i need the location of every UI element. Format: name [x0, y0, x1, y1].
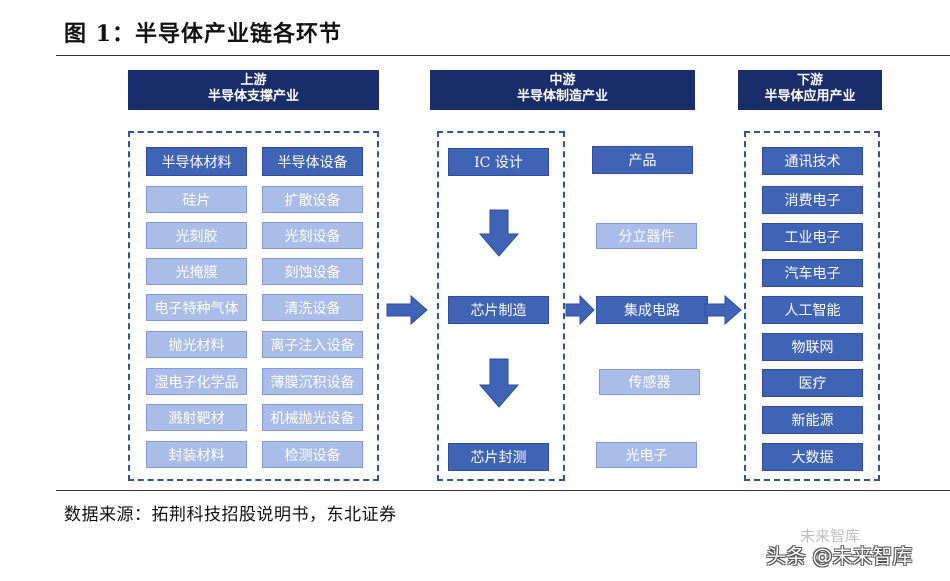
- process-chip-packaging-testing: 芯片封测: [448, 443, 549, 471]
- midstream-header-line2: 半导体制造产业: [516, 89, 608, 104]
- upstream-header-line2: 半导体支撑产业: [207, 89, 299, 104]
- arrow-down-icon: [478, 358, 520, 408]
- material-item: 硅片: [146, 186, 247, 213]
- process-ic-design: IC 设计: [448, 148, 549, 176]
- product-integrated-circuit: 集成电路: [596, 296, 708, 324]
- material-item: 湿电子化学品: [146, 368, 247, 395]
- app-item: 人工智能: [762, 296, 863, 324]
- equipment-category: 半导体设备: [262, 147, 363, 176]
- bottom-rule: [56, 490, 950, 491]
- material-item: 溅射靶材: [146, 404, 247, 431]
- equipment-item: 检测设备: [262, 441, 363, 468]
- material-item: 封装材料: [146, 441, 247, 468]
- source-note: 数据来源：拓荆科技招股说明书，东北证券: [64, 505, 397, 525]
- app-item: 汽车电子: [762, 259, 863, 287]
- downstream-header-line2: 半导体应用产业: [764, 89, 856, 104]
- app-item: 医疗: [762, 369, 863, 397]
- equipment-item: 刻蚀设备: [262, 258, 363, 285]
- midstream-process-group: [437, 131, 565, 481]
- material-item: 抛光材料: [146, 331, 247, 358]
- process-chip-manufacturing: 芯片制造: [448, 296, 549, 324]
- equipment-item: 清洗设备: [262, 294, 363, 321]
- equipment-item: 机械抛光设备: [262, 404, 363, 431]
- upstream-header: 上游 半导体支撑产业: [128, 70, 379, 110]
- app-item: 通讯技术: [762, 147, 863, 175]
- app-item: 大数据: [762, 443, 863, 471]
- app-item: 新能源: [762, 406, 863, 434]
- downstream-header: 下游 半导体应用产业: [738, 70, 882, 110]
- material-item: 光掩膜: [146, 258, 247, 285]
- downstream-group: [744, 131, 880, 481]
- product-item: 光电子: [596, 442, 697, 468]
- upstream-header-line1: 上游: [240, 73, 267, 88]
- equipment-item: 光刻设备: [262, 222, 363, 249]
- material-item: 光刻胶: [146, 222, 247, 249]
- arrow-right-icon: [386, 294, 428, 326]
- equipment-item: 离子注入设备: [262, 331, 363, 358]
- arrow-right-icon: [565, 294, 595, 326]
- app-item: 物联网: [762, 333, 863, 361]
- arrow-down-icon: [478, 209, 520, 257]
- figure-title: 图 1：半导体产业链各环节: [64, 21, 342, 47]
- top-rule: [56, 55, 950, 56]
- products-category: 产品: [592, 146, 693, 174]
- material-item: 电子特种气体: [146, 294, 247, 321]
- downstream-header-line1: 下游: [796, 73, 823, 88]
- upstream-group: [128, 131, 379, 481]
- materials-category: 半导体材料: [146, 147, 247, 176]
- app-item: 消费电子: [762, 186, 863, 214]
- midstream-header: 中游 半导体制造产业: [430, 70, 695, 110]
- watermark-small: 未来智库: [800, 527, 861, 545]
- watermark-main: 头条 @未来智库: [766, 544, 913, 568]
- equipment-item: 扩散设备: [262, 186, 363, 213]
- product-item: 分立器件: [596, 223, 697, 249]
- product-item: 传感器: [599, 369, 700, 395]
- app-item: 工业电子: [762, 223, 863, 251]
- arrow-right-icon: [704, 294, 742, 326]
- equipment-item: 薄膜沉积设备: [262, 368, 363, 395]
- midstream-header-line1: 中游: [549, 73, 576, 88]
